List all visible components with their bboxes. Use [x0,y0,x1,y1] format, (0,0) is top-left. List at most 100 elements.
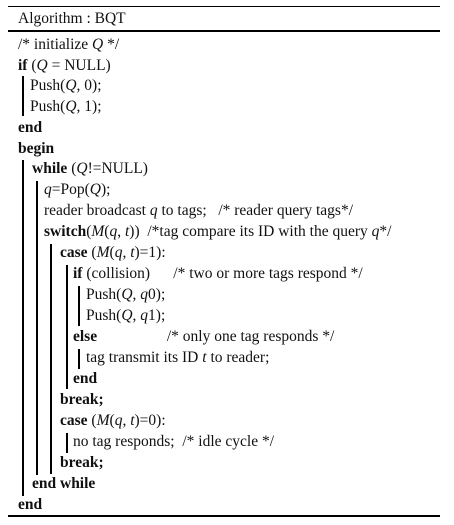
code-line: tag transmit its ID t to reader; [86,347,269,368]
block-bar-collision [78,286,80,326]
code-segment: tag transmit its ID [86,349,203,366]
code-segment: */ [103,36,120,53]
code-segment: q [140,307,149,324]
code-segment: , 1); [76,98,102,115]
code-segment: q [44,181,52,198]
code-segment: else [73,328,98,345]
code-line: reader broadcast q to tags; /* reader qu… [44,200,353,221]
title-rule [8,30,440,32]
code-segment: q [149,202,158,219]
block-bar-begin [22,160,24,496]
code-segment: q [114,244,123,261]
code-segment: q [140,286,149,303]
code-segment: no tag responds; /* idle cycle */ [73,433,275,450]
code-segment: case [60,412,88,429]
code-segment: end [73,370,98,387]
code-segment: )) /*tag compare its ID with the query [129,223,372,240]
code-line: while (Q!=NULL) [32,158,148,179]
block-bar-while [36,181,38,475]
code-line: end [73,368,97,389]
code-line: Push(Q, 0); [30,75,102,96]
code-segment: , [122,244,131,261]
block-bar-case-1 [66,265,68,389]
code-line: /* initialize Q */ [18,34,119,55]
code-segment: end [18,496,43,513]
code-line: case (M(q, t)=0): [60,410,166,431]
code-segment: Push( [30,77,66,94]
code-line: end while [32,473,95,494]
code-segment: =Pop( [51,181,90,198]
code-segment: Q [76,160,88,177]
code-segment: ( [86,223,92,240]
code-segment: */ [379,223,392,240]
code-segment: to tags; /* reader query tags*/ [157,202,354,219]
code-segment: ( [67,160,77,177]
code-line: no tag responds; /* idle cycle */ [73,431,274,452]
block-bar-case-0 [66,433,68,453]
top-rule [8,6,440,7]
code-segment: Q [65,77,77,94]
code-segment: M [96,244,110,261]
code-line: Push(Q, q0); [86,284,165,305]
block-bar-switch [50,244,52,474]
code-segment: ( [87,244,97,261]
code-segment: Q [89,181,101,198]
code-line: end [18,494,42,515]
code-segment: t [130,412,135,429]
code-segment: switch [44,223,87,240]
code-segment: /* initialize [18,36,93,53]
code-segment: , [122,412,131,429]
code-segment: break; [60,391,104,408]
code-segment: = NULL) [47,57,111,74]
code-line: end [18,117,42,138]
code-segment: end while [32,475,96,492]
code-line: if (Q = NULL) [18,55,111,76]
code-line: break; [60,452,104,473]
code-segment: M [91,223,105,240]
code-line: if (collision) /* two or more tags respo… [73,263,363,284]
code-segment: Push( [30,98,66,115]
block-bar-if [22,76,24,116]
code-segment: q [109,223,118,240]
code-line: break; [60,389,104,410]
code-segment: t [202,349,207,366]
code-segment: , [132,286,141,303]
code-segment: , [132,307,141,324]
code-segment: ( [87,412,97,429]
code-segment: q [371,223,380,240]
code-segment: Q [121,286,133,303]
code-line: begin [18,138,54,159]
code-segment: Q [121,307,133,324]
code-segment: ( [109,412,115,429]
code-segment: Q [92,36,104,53]
code-line: else /* only one tag responds */ [73,326,334,347]
code-segment: , [117,223,125,240]
code-segment: ( [109,244,115,261]
code-segment: , 0); [76,77,102,94]
code-segment: end [18,119,43,136]
code-segment: )=0): [134,412,166,429]
code-segment: Push( [86,307,122,324]
code-segment: while [32,160,68,177]
code-segment: )=1): [134,244,166,261]
code-segment: reader broadcast [44,202,150,219]
code-segment: q [114,412,123,429]
code-segment: to reader; [206,349,270,366]
block-bar-else [78,349,80,369]
bottom-rule [8,515,440,517]
code-segment: 0); [148,286,166,303]
code-segment: ); [100,181,111,198]
code-segment: 1); [148,307,166,324]
code-segment: Push( [86,286,122,303]
code-segment: begin [18,140,55,157]
code-segment: ( [104,223,110,240]
code-segment: if [18,57,28,74]
code-line: switch(M(q, t)) /*tag compare its ID wit… [44,221,391,242]
code-segment: M [96,412,110,429]
code-segment: ( [27,57,37,74]
code-line: case (M(q, t)=1): [60,242,166,263]
code-line: Push(Q, 1); [30,96,102,117]
code-segment: Q [36,57,48,74]
code-line: Push(Q, q1); [86,305,165,326]
